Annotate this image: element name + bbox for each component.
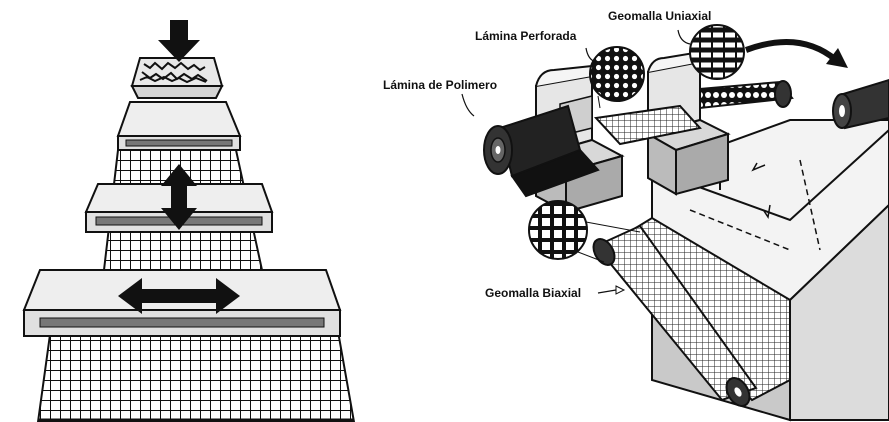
left-process-illustration (22, 20, 356, 422)
uniaxial-roll (832, 78, 889, 130)
uniaxial-grid-detail (689, 24, 745, 80)
hopper (130, 57, 224, 99)
arrow-horizontal-icon (118, 278, 240, 314)
extrusion-plate (116, 101, 242, 151)
arrow-down-icon (158, 20, 200, 62)
perforated-sheet-detail (589, 46, 645, 109)
label-uniaxial-geogrid: Geomalla Uniaxial (608, 9, 711, 23)
polymer-roll (483, 104, 600, 198)
uniaxial-strip (686, 80, 794, 110)
label-pointers (461, 29, 691, 295)
curved-arrow-icon (744, 39, 848, 68)
biaxial-grid-detail (528, 200, 641, 263)
label-perforated-sheet: Lámina Perforada (475, 29, 577, 43)
stretching-machine-2 (645, 50, 731, 196)
perforated-sheet (593, 104, 702, 146)
label-biaxial-geogrid: Geomalla Biaxial (485, 286, 581, 300)
biaxial-roll (592, 216, 791, 407)
right-process-illustration: Geomalla Uniaxial Lámina Perforada Lámin… (383, 9, 889, 422)
label-polymer-sheet: Lámina de Polimero (383, 78, 497, 92)
arrow-vertical-icon (161, 164, 197, 230)
